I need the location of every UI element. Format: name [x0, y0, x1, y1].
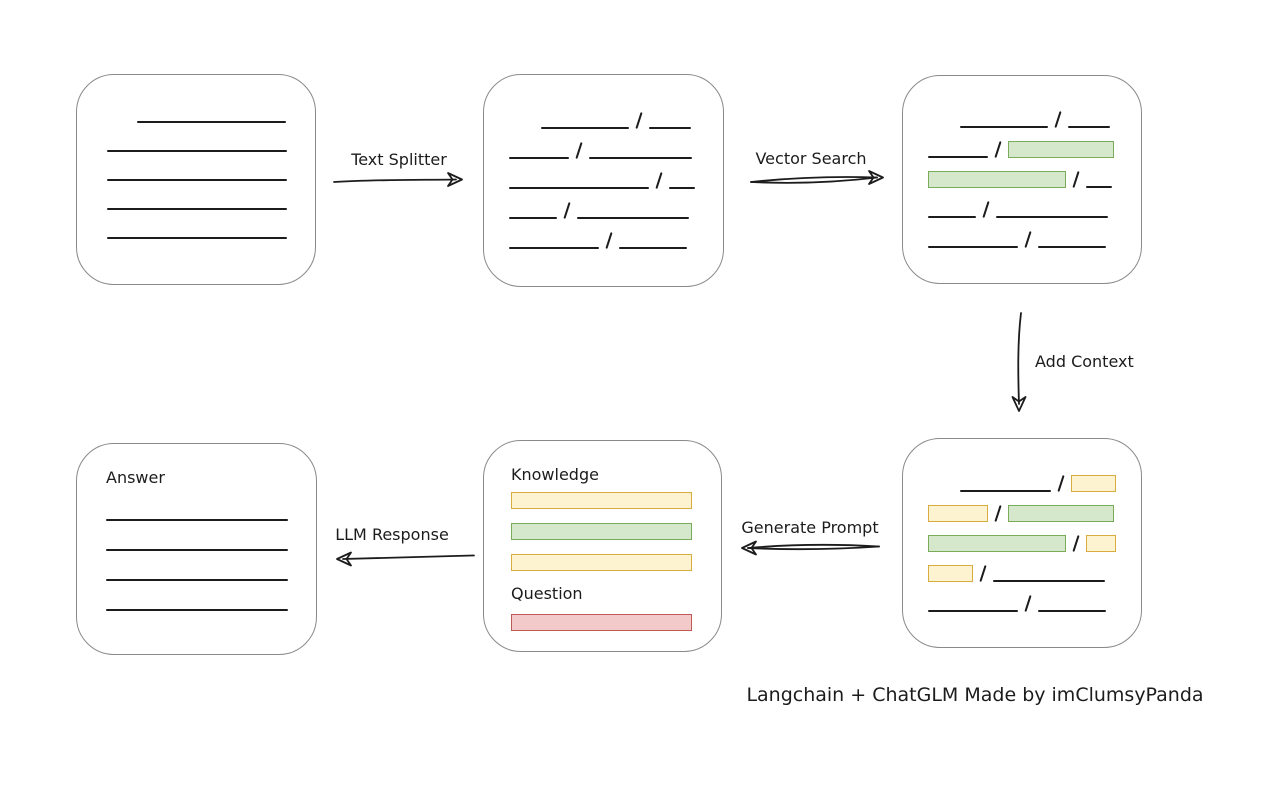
chunk-line: [996, 216, 1108, 218]
matched-chunks-box: [902, 75, 1142, 284]
text-line: [107, 207, 287, 210]
chunk-highlight-green: [1008, 141, 1114, 158]
slash-separator: [635, 112, 643, 129]
chunk-row: [960, 474, 1116, 492]
chunk-highlight-yellow: [1070, 474, 1116, 492]
text-splitter-arrow: [333, 172, 463, 187]
text-line: [107, 236, 287, 239]
chunk-line: [928, 216, 976, 218]
knowledge-bars: [511, 492, 694, 571]
llm-response-arrow: [336, 551, 475, 567]
slash-separator: [1024, 594, 1032, 612]
slash-separator: [1054, 111, 1062, 128]
slash-separator: [979, 564, 987, 582]
chunk-line: [1068, 126, 1110, 128]
chunk-row: [928, 201, 1116, 218]
chunk-line: [509, 247, 599, 249]
llm-response-label: LLM Response: [335, 525, 449, 544]
chunk-line: [541, 127, 629, 129]
chunk-row: [509, 232, 698, 249]
slash-separator: [1024, 231, 1032, 248]
chunk-highlight-green: [928, 534, 1066, 552]
chunk-row: [509, 172, 698, 189]
chunk-row: [509, 202, 698, 219]
text-line: [137, 120, 286, 123]
chunk-row: [960, 111, 1116, 128]
chunk-highlight-green: [1008, 504, 1114, 522]
chunk-row: [928, 594, 1116, 612]
slash-separator: [605, 232, 613, 249]
chunk-line: [669, 187, 695, 189]
text-splitter-label: Text Splitter: [351, 150, 447, 169]
answer-box: Answer: [76, 443, 317, 655]
slash-separator: [1072, 171, 1080, 188]
slash-separator: [994, 141, 1002, 158]
answer-lines: [106, 519, 288, 611]
chunk-highlight-yellow: [928, 504, 988, 522]
chunk-row: [928, 231, 1116, 248]
yellow-bar: [511, 554, 692, 571]
chunk-row: [928, 504, 1116, 522]
diagram-caption: Langchain + ChatGLM Made by imClumsyPand…: [746, 684, 1204, 706]
slash-separator: [655, 172, 663, 189]
text-line: [106, 519, 288, 521]
add-context-arrow: [1011, 312, 1027, 412]
vector-search-label: Vector Search: [755, 149, 867, 168]
answer-label: Answer: [106, 468, 165, 487]
chunk-line: [1038, 609, 1106, 612]
chunk-row: [928, 564, 1116, 582]
generate-prompt-label: Generate Prompt: [741, 518, 879, 537]
chunk-highlight-yellow: [1086, 534, 1116, 552]
green-bar: [511, 523, 692, 540]
text-line: [107, 149, 287, 152]
chunk-line: [960, 489, 1051, 492]
chunk-line: [589, 157, 692, 159]
chunk-row: [928, 141, 1116, 158]
knowledge-label: Knowledge: [511, 465, 599, 484]
yellow-bar: [511, 492, 692, 509]
chunk-highlight-yellow: [928, 564, 973, 582]
context-chunks-box: [902, 438, 1142, 648]
chunk-line: [928, 156, 988, 158]
slash-separator: [563, 202, 571, 219]
chunk-line: [928, 609, 1018, 612]
slash-separator: [994, 504, 1002, 522]
chunk-row: [928, 171, 1116, 188]
text-line: [106, 609, 288, 611]
chunk-line: [649, 127, 691, 129]
source-document-box: [76, 74, 316, 285]
chunk-line: [509, 157, 569, 159]
question-bar-wrap: [511, 614, 694, 631]
slash-separator: [1072, 534, 1080, 552]
split-chunks-box: [483, 74, 724, 287]
slash-separator: [982, 201, 990, 218]
chunk-line: [960, 126, 1048, 128]
question-label: Question: [511, 584, 583, 603]
add-context-label: Add Context: [1035, 352, 1134, 371]
chunk-line: [1038, 246, 1106, 248]
prompt-box: Knowledge Question: [483, 440, 722, 652]
chunk-line: [509, 187, 649, 189]
text-line: [107, 178, 287, 181]
red-bar: [511, 614, 692, 631]
chunk-line: [1086, 186, 1112, 188]
chunk-row: [928, 534, 1116, 552]
vector-search-arrow: [750, 170, 884, 185]
generate-prompt-arrow: [741, 540, 880, 556]
chunk-line: [509, 217, 557, 219]
slash-separator: [1057, 474, 1065, 492]
chunk-line: [577, 217, 689, 219]
chunk-row: [541, 112, 698, 129]
chunk-line: [928, 246, 1018, 248]
chunk-line: [619, 247, 687, 249]
chunk-highlight-green: [928, 171, 1066, 188]
chunk-row: [509, 142, 698, 159]
text-line: [106, 579, 288, 581]
slash-separator: [575, 142, 583, 159]
text-line: [106, 549, 288, 551]
chunk-line: [993, 579, 1105, 582]
